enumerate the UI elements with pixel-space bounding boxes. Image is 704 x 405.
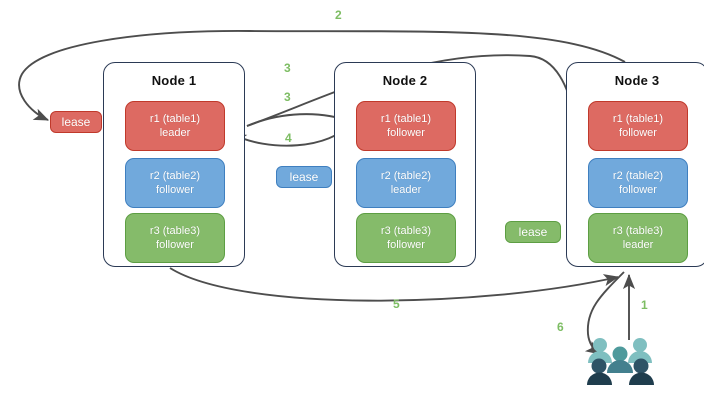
users-icon bbox=[587, 338, 654, 385]
replica-name: r1 (table1) bbox=[612, 113, 664, 125]
lease-label: lease bbox=[61, 115, 91, 129]
replica-role: follower bbox=[619, 184, 657, 196]
step-label-6: 6 bbox=[557, 320, 564, 334]
step-label-5: 5 bbox=[393, 297, 400, 311]
node-title: Node 3 bbox=[614, 73, 660, 88]
replica-name: r2 (table2) bbox=[380, 170, 432, 182]
replica-r1[interactable]: r1 (table1) leader bbox=[125, 101, 225, 151]
node-box-2[interactable]: Node 2 r1 (table1) follower r2 (table2) … bbox=[334, 62, 476, 267]
replica-r3[interactable]: r3 (table3) leader bbox=[588, 213, 688, 263]
lease-label: lease bbox=[289, 170, 319, 184]
lease-chip-blue[interactable]: lease bbox=[276, 166, 332, 188]
replica-r2[interactable]: r2 (table2) leader bbox=[356, 158, 456, 208]
replica-role: leader bbox=[622, 239, 654, 251]
replica-name: r2 (table2) bbox=[612, 170, 664, 182]
replica-name: r3 (table3) bbox=[612, 225, 664, 237]
replica-name: r1 (table1) bbox=[149, 113, 201, 125]
replica-r2[interactable]: r2 (table2) follower bbox=[125, 158, 225, 208]
node-title: Node 1 bbox=[151, 73, 197, 88]
replica-role: follower bbox=[387, 127, 425, 139]
replica-r3[interactable]: r3 (table3) follower bbox=[125, 213, 225, 263]
step-label-4: 4 bbox=[285, 131, 292, 145]
replica-role: follower bbox=[156, 184, 194, 196]
replica-name: r3 (table3) bbox=[380, 225, 432, 237]
arrow-step-3-upper bbox=[246, 54, 579, 127]
replica-r3[interactable]: r3 (table3) follower bbox=[356, 213, 456, 263]
replica-name: r2 (table2) bbox=[149, 170, 201, 182]
replica-role: follower bbox=[156, 239, 194, 251]
replica-role: follower bbox=[387, 239, 425, 251]
step-label-3-lower: 3 bbox=[284, 90, 291, 104]
step-label-3-upper: 3 bbox=[284, 61, 291, 75]
replica-r1[interactable]: r1 (table1) follower bbox=[356, 101, 456, 151]
replica-name: r1 (table1) bbox=[380, 113, 432, 125]
step-label-2: 2 bbox=[335, 8, 342, 22]
replica-name: r3 (table3) bbox=[149, 225, 201, 237]
node-box-3[interactable]: Node 3 r1 (table1) follower r2 (table2) … bbox=[566, 62, 704, 267]
arrow-step-5 bbox=[169, 267, 620, 302]
replica-r2[interactable]: r2 (table2) follower bbox=[588, 158, 688, 208]
lease-chip-green[interactable]: lease bbox=[505, 221, 561, 243]
step-label-1: 1 bbox=[641, 298, 648, 312]
arrow-step-2 bbox=[18, 30, 626, 121]
node-box-1[interactable]: Node 1 r1 (table1) leader r2 (table2) fo… bbox=[103, 62, 245, 267]
replica-role: follower bbox=[619, 127, 657, 139]
lease-label: lease bbox=[518, 225, 548, 239]
replica-role: leader bbox=[159, 127, 191, 139]
lease-chip-red[interactable]: lease bbox=[50, 111, 102, 133]
replica-r1[interactable]: r1 (table1) follower bbox=[588, 101, 688, 151]
node-title: Node 2 bbox=[382, 73, 428, 88]
replica-role: leader bbox=[390, 184, 422, 196]
